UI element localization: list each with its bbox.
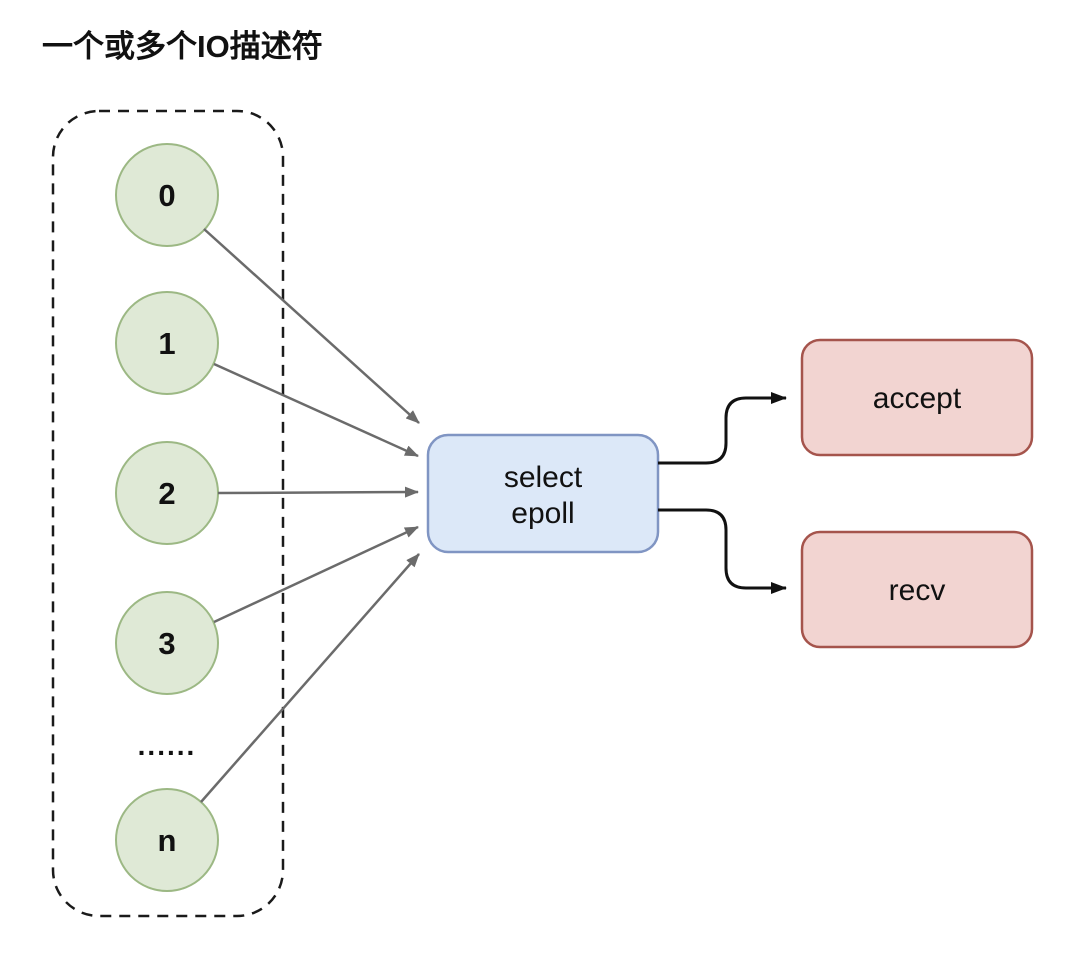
- descriptor-label-0: 0: [158, 178, 175, 213]
- descriptor-ellipsis: ......: [138, 730, 197, 761]
- arrow-n-to-multiplexer: [200, 553, 420, 803]
- descriptor-arrows: [200, 228, 420, 803]
- arrow-1-to-multiplexer: [213, 362, 419, 458]
- arrow-0-to-multiplexer: [203, 228, 420, 424]
- multiplexer-box: [426, 433, 660, 554]
- connector-to-accept: [658, 392, 787, 465]
- connector-to-recv: [658, 508, 787, 594]
- descriptor-circle-0: [115, 143, 219, 247]
- recv-label: recv: [889, 574, 946, 607]
- descriptor-label-1: 1: [158, 326, 175, 361]
- multiplexer-label-select: select: [504, 461, 583, 494]
- descriptor-group: 0 1 2 3 ...... n: [115, 143, 219, 892]
- arrow-3-to-multiplexer: [213, 525, 419, 624]
- diagram-title: 一个或多个IO描述符: [42, 29, 323, 64]
- multiplexer-label-epoll: epoll: [511, 497, 574, 530]
- descriptor-label-2: 2: [158, 476, 175, 511]
- descriptor-circle-3: [115, 591, 219, 695]
- arrow-2-to-multiplexer: [217, 486, 419, 498]
- accept-box: [800, 338, 1034, 457]
- descriptor-circle-1: [115, 291, 219, 395]
- recv-box: [800, 530, 1034, 649]
- accept-label: accept: [873, 382, 962, 415]
- descriptor-circle-n: [115, 788, 219, 892]
- descriptor-label-3: 3: [158, 626, 175, 661]
- descriptor-group-border: [51, 109, 285, 918]
- descriptor-label-n: n: [158, 823, 177, 858]
